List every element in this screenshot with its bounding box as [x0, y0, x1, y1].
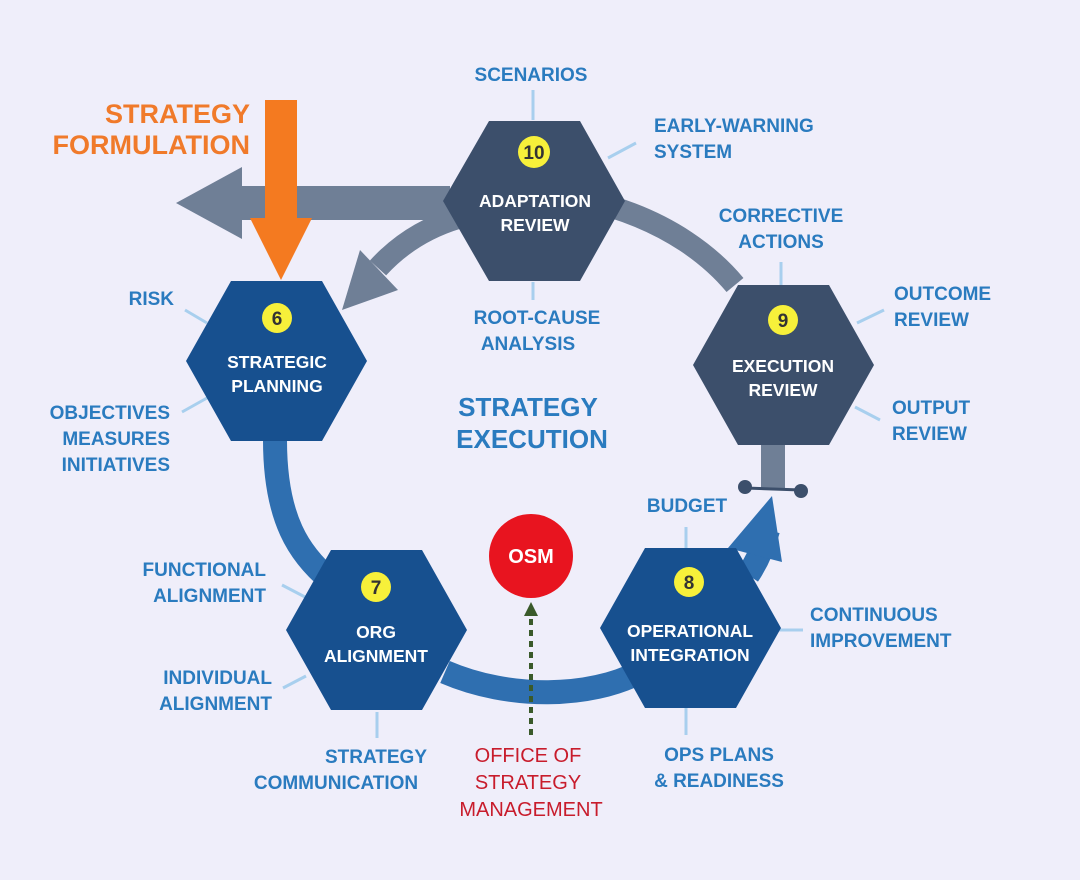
label-early-warning-2: SYSTEM [654, 142, 732, 163]
stage-operational-integration: 8 OPERATIONAL INTEGRATION [600, 548, 781, 708]
stage-8-label-1: OPERATIONAL [627, 621, 753, 641]
label-functional-1: FUNCTIONAL [143, 560, 267, 581]
label-corrective-2: ACTIONS [738, 232, 824, 253]
stage-7-label-1: ORG [356, 622, 396, 642]
stage-9-label-2: REVIEW [748, 380, 818, 400]
stage-org-alignment: 7 ORG ALIGNMENT [286, 550, 467, 710]
cycle-arrowhead-to-execution-review [728, 496, 782, 562]
stage-10-number-badge [518, 136, 550, 168]
osm-label-line-3: MANAGEMENT [459, 799, 602, 821]
label-individual-1: INDIVIDUAL [163, 668, 272, 689]
stage-6-number: 6 [272, 309, 283, 330]
formulation-line-2: FORMULATION [53, 130, 250, 160]
label-risk: RISK [129, 289, 175, 310]
formulation-arrowhead [250, 218, 312, 280]
execution-review-connector-bar [744, 486, 802, 492]
stage-10-label-1: ADAPTATION [479, 191, 591, 211]
label-early-warning-1: EARLY-WARNING [654, 116, 814, 137]
stage-7-number: 7 [371, 578, 382, 599]
stage-8-label-2: INTEGRATION [630, 645, 749, 665]
label-individual-2: ALIGNMENT [159, 694, 272, 715]
connector-dot-left [738, 480, 752, 494]
feedback-arrowhead-to-formulation [176, 167, 242, 239]
tick-outcome [856, 308, 885, 325]
tick-functional [281, 583, 306, 599]
stage-7-label-2: ALIGNMENT [324, 646, 428, 666]
stage-9-hexagon [693, 285, 874, 445]
stage-9-number-badge [768, 305, 798, 335]
label-budget: BUDGET [647, 496, 728, 517]
cycle-arrow-planning-to-alignment [263, 439, 338, 590]
label-functional-2: ALIGNMENT [153, 586, 266, 607]
stage-7-number-badge [361, 572, 391, 602]
stage-9-number: 9 [778, 311, 789, 332]
label-scenarios: SCENARIOS [475, 65, 588, 86]
osm-circle [489, 514, 573, 598]
stage-8-number-badge [674, 567, 704, 597]
stage-6-hexagon [186, 281, 367, 441]
label-root-cause-2: ANALYSIS [481, 334, 575, 355]
center-title-line-1: STRATEGY [458, 392, 598, 422]
stage-6-number-badge [262, 303, 292, 333]
label-output-1: OUTPUT [892, 398, 971, 419]
label-objectives-3: INITIATIVES [62, 455, 170, 476]
tick-risk [184, 308, 208, 325]
tick-output [854, 405, 881, 422]
osm-label-line-2: STRATEGY [475, 772, 581, 794]
stage-execution-review: 9 EXECUTION REVIEW [693, 285, 874, 445]
feedback-arrow-execution-to-adaptation [608, 196, 744, 293]
stage-adaptation-review: 10 ADAPTATION REVIEW [443, 121, 625, 281]
center-title-line-2: EXECUTION [456, 424, 608, 454]
feedback-arrowhead-to-planning [342, 250, 398, 310]
label-ops-plans-2: & READINESS [654, 771, 784, 792]
stage-9-label-1: EXECUTION [732, 356, 834, 376]
formulation-arrow-shaft [265, 100, 297, 220]
stage-6-label-2: PLANNING [231, 376, 322, 396]
label-objectives-1: OBJECTIVES [50, 403, 170, 424]
label-ops-plans-1: OPS PLANS [664, 745, 774, 766]
label-continuous-2: IMPROVEMENT [810, 631, 952, 652]
label-corrective-1: CORRECTIVE [719, 206, 844, 227]
stage-8-hexagon [600, 548, 781, 708]
stage-10-number: 10 [523, 143, 544, 164]
stage-8-number: 8 [684, 573, 695, 594]
osm-label-line-1: OFFICE OF [475, 745, 582, 767]
execution-review-connector [761, 440, 785, 490]
label-continuous-1: CONTINUOUS [810, 605, 938, 626]
connector-dot-right [794, 484, 808, 498]
label-communication-2: COMMUNICATION [254, 773, 418, 794]
feedback-arrow-adaptation-to-planning [369, 207, 462, 276]
label-communication-1: STRATEGY [325, 747, 427, 768]
formulation-line-1: STRATEGY [105, 99, 250, 129]
osm-connector-arrowhead [524, 602, 538, 616]
label-outcome-1: OUTCOME [894, 284, 991, 305]
tick-objectives [181, 396, 208, 414]
tick-early-warning [607, 141, 637, 160]
tick-individual [282, 674, 307, 690]
label-objectives-2: MEASURES [62, 429, 170, 450]
label-root-cause-1: ROOT-CAUSE [474, 308, 601, 329]
label-outcome-2: REVIEW [894, 310, 969, 331]
osm-title: OSM [508, 546, 554, 568]
stage-strategic-planning: 6 STRATEGIC PLANNING [186, 281, 367, 441]
label-output-2: REVIEW [892, 424, 967, 445]
cycle-arrow-alignment-to-integration [440, 660, 646, 705]
stage-10-label-2: REVIEW [500, 215, 570, 235]
stage-10-hexagon [443, 121, 625, 281]
stage-7-hexagon [286, 550, 467, 710]
stage-6-label-1: STRATEGIC [227, 352, 327, 372]
